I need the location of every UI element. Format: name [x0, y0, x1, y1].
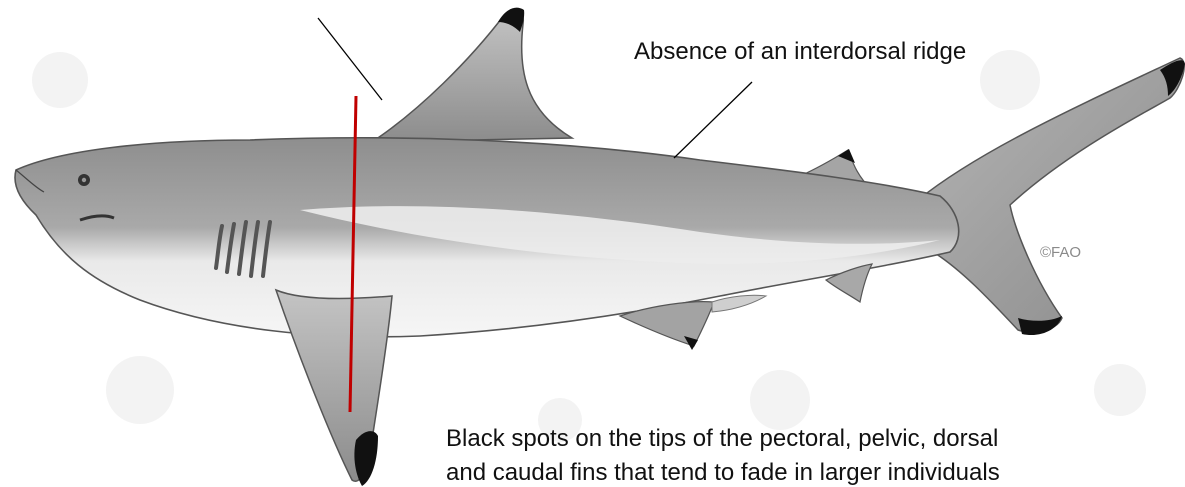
copyright-credit: ©FAO [1040, 244, 1081, 261]
clasper [712, 295, 766, 312]
caudal-fin [918, 58, 1184, 332]
dorsal-origin-leader-line [318, 18, 382, 100]
first-dorsal-fin [372, 10, 572, 142]
interdorsal-ridge-annotation: Absence of an interdorsal ridge [634, 38, 966, 66]
black-spots-annotation-line-2: and caudal fins that tend to fade in lar… [446, 456, 1000, 487]
interdorsal-leader-line [674, 82, 752, 158]
black-spots-annotation-line-1: Black spots on the tips of the pectoral,… [446, 422, 1000, 456]
black-spots-annotation: Black spots on the tips of the pectoral,… [446, 422, 1000, 487]
